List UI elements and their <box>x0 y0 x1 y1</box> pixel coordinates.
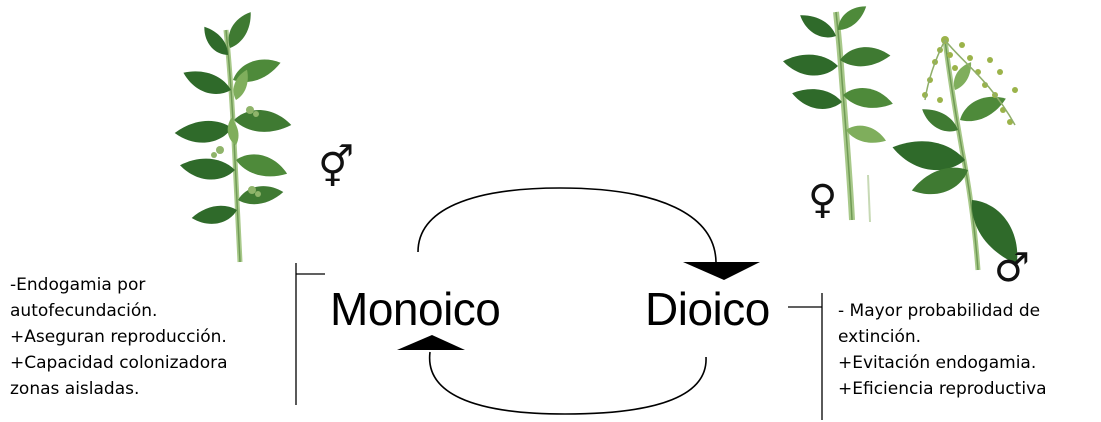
monoecious-note-line: zonas aisladas. <box>10 379 140 399</box>
dioecious-female-plant-illustration <box>781 0 895 223</box>
arrow-head-down <box>683 262 760 280</box>
arrow-dioico-to-monoico <box>428 351 707 415</box>
male-symbol: ♂ <box>994 245 1030 291</box>
cycle-arrows <box>397 187 760 415</box>
arrow-head-up <box>397 335 465 350</box>
dioico-label: Dioico <box>645 283 770 335</box>
dioecious-notes: - Mayor probabilidad de extinción. +Evit… <box>838 298 1047 402</box>
dioecious-note-line: +Eficiencia reproductiva <box>838 379 1047 399</box>
monoecious-note-line: +Capacidad colonizadora <box>10 353 228 373</box>
monoico-label: Monoico <box>330 283 501 335</box>
female-symbol: ♀ <box>808 177 838 223</box>
monoecious-notes: -Endogamia por autofecundación. +Asegura… <box>10 272 228 402</box>
monoecious-flower-buds <box>211 106 261 197</box>
monoecious-note-line: +Aseguran reproducción. <box>10 327 227 347</box>
monoecious-note-line: -Endogamia por <box>10 275 146 295</box>
dioecious-note-line: - Mayor probabilidad de <box>838 301 1041 321</box>
dioecious-male-plant-illustration <box>889 36 1031 272</box>
monoecious-plant-illustration <box>173 7 293 263</box>
bracket-lines <box>295 263 823 420</box>
dioecious-note-line: extinción. <box>838 327 922 347</box>
monoecious-note-line: autofecundación. <box>10 301 158 321</box>
monoecious-symbol: ⚥ <box>318 145 355 191</box>
dioecious-note-line: +Evitación endogamia. <box>838 353 1037 373</box>
arrow-monoico-to-dioico <box>417 187 717 263</box>
